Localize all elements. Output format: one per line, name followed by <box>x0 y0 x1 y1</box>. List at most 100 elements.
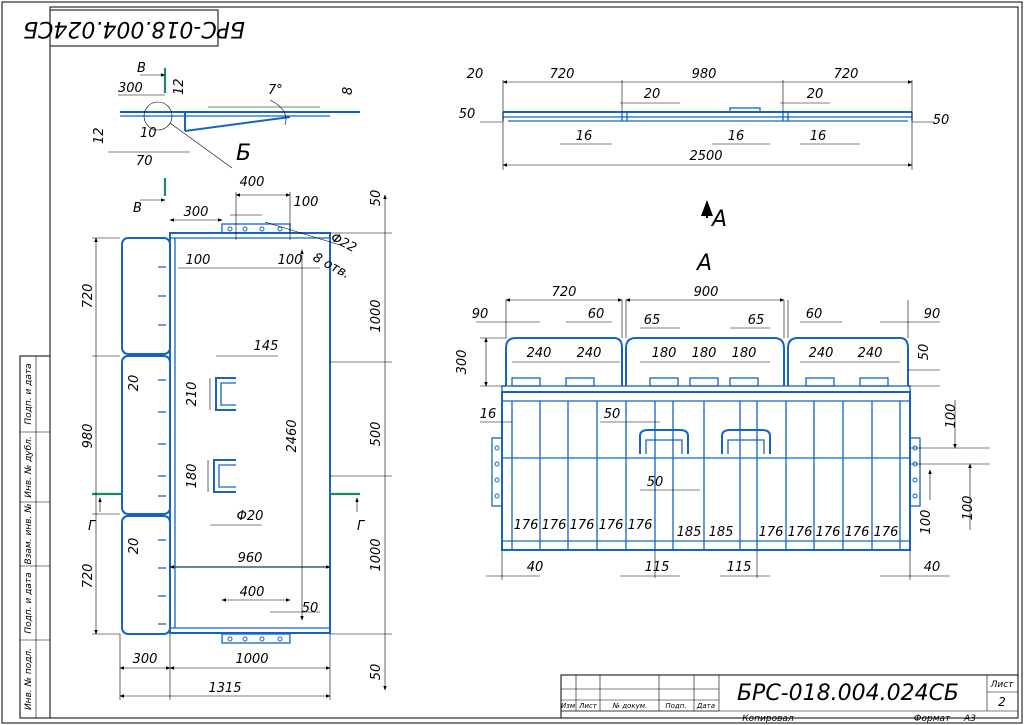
main-left-980: 980 <box>81 424 96 449</box>
top-d980: 980 <box>692 67 717 82</box>
va-d16: 16 <box>480 407 497 422</box>
va-pad-2: 240 <box>577 346 602 361</box>
view-a-title: А <box>695 251 712 276</box>
main-left-720-top: 720 <box>81 284 96 309</box>
top-d720b: 720 <box>834 67 859 82</box>
view-a-arrow-label: А <box>710 207 727 232</box>
format-label: Формат <box>914 714 951 724</box>
va-d115a: 115 <box>645 560 670 575</box>
va-d40r: 40 <box>924 560 941 575</box>
va-d65b: 65 <box>748 313 765 328</box>
va-pad-1: 240 <box>527 346 552 361</box>
va-bay-8: 176 <box>759 525 784 540</box>
va-pad-5: 180 <box>732 346 757 361</box>
va-pad-3: 180 <box>652 346 677 361</box>
col-doc: № докум. <box>612 702 648 710</box>
main-view: Г Г 400 100 30 <box>81 175 392 700</box>
top-view: 20 720 980 720 20 20 50 50 16 16 16 2500 <box>459 67 949 170</box>
col-list: Лист <box>578 702 598 710</box>
va-d900: 900 <box>694 285 719 300</box>
main-right-1000-bot: 1000 <box>369 538 384 571</box>
va-d100a: 100 <box>944 404 959 429</box>
format-value: А3 <box>963 714 976 724</box>
top-d20b: 20 <box>644 87 661 102</box>
va-bay-2: 176 <box>542 518 567 533</box>
col-date: Дата <box>696 702 715 710</box>
view-a: 90 720 60 900 65 65 60 90 300 50 240 240… <box>455 285 990 580</box>
va-d115b: 115 <box>727 560 752 575</box>
detail-dim-12b: 12 <box>92 127 107 144</box>
sheet-label: Лист <box>990 680 1015 690</box>
main-right-1000-top: 1000 <box>369 299 384 332</box>
inner-frame <box>49 6 1019 719</box>
va-d300: 300 <box>455 350 470 375</box>
sheet-number: 2 <box>998 695 1006 709</box>
main-right-50-top: 50 <box>369 190 384 207</box>
va-d50b: 50 <box>647 475 664 490</box>
va-d90l: 90 <box>472 307 489 322</box>
detail-b-label: Б <box>236 141 251 166</box>
top-d16a: 16 <box>576 129 593 144</box>
main-gap-20-bot: 20 <box>127 538 142 555</box>
main-total-1315: 1315 <box>208 681 241 696</box>
va-d50a: 50 <box>604 407 621 422</box>
main-gap-20-top: 20 <box>127 375 142 392</box>
side-strip: Подп. и дата Инв. № дубл. Взам. инв. № П… <box>19 355 51 719</box>
va-bay-6: 185 <box>677 525 702 540</box>
detail-view: В В Б 300 12 8 12 10 70 7° <box>92 61 360 216</box>
rotated-designation: БРС-018.004.024СБ <box>23 16 245 41</box>
detail-dim-12a: 12 <box>172 78 187 95</box>
detail-dim-10: 10 <box>140 126 157 141</box>
va-d60b: 60 <box>806 307 823 322</box>
va-bay-9: 176 <box>788 525 813 540</box>
top-d50l: 50 <box>459 107 476 122</box>
va-d100b: 100 <box>919 510 934 535</box>
va-bay-10: 176 <box>816 525 841 540</box>
side-field-4: Подп. и дата <box>24 572 34 633</box>
detail-angle: 7° <box>268 83 283 98</box>
col-sign: Подп. <box>665 702 686 710</box>
main-inner-100a: 100 <box>186 253 211 268</box>
va-bay-11: 176 <box>845 525 870 540</box>
main-hole-count: 8 отв. <box>310 250 352 282</box>
va-d65a: 65 <box>644 313 661 328</box>
main-bracket-145: 145 <box>254 339 279 354</box>
col-izm: Изм <box>561 702 576 710</box>
title-block: Изм Лист № докум. Подп. Дата БРС-018.004… <box>560 674 1019 724</box>
cut-g-right: Г <box>357 519 366 534</box>
main-inner-100b: 100 <box>278 253 303 268</box>
va-pad-7: 240 <box>858 346 883 361</box>
va-bay-12: 176 <box>874 525 899 540</box>
top-d20: 20 <box>467 67 484 82</box>
va-d40l: 40 <box>527 560 544 575</box>
main-bot-400: 400 <box>240 585 265 600</box>
cut-b-bottom: В <box>133 201 142 216</box>
main-bracket-210: 210 <box>185 382 200 407</box>
detail-dim-8: 8 <box>341 87 356 95</box>
main-bracket-180: 180 <box>185 464 200 489</box>
rotated-designation-box: БРС-018.004.024СБ <box>23 9 245 47</box>
main-width-960: 960 <box>238 551 263 566</box>
detail-dim-70: 70 <box>136 154 153 169</box>
main-top-400: 400 <box>240 175 265 190</box>
va-d720: 720 <box>552 285 577 300</box>
main-bot-50: 50 <box>302 601 319 616</box>
top-d2500: 2500 <box>689 149 722 164</box>
side-field-2: Инв. № дубл. <box>24 436 34 498</box>
top-d720a: 720 <box>550 67 575 82</box>
side-field-5: Инв. № подл. <box>24 648 34 710</box>
va-bay-7: 185 <box>709 525 734 540</box>
va-bay-1: 176 <box>514 518 539 533</box>
main-right-50-bot: 50 <box>369 664 384 681</box>
va-d90r: 90 <box>924 307 941 322</box>
va-d100c: 100 <box>961 496 976 521</box>
va-d50: 50 <box>917 344 932 361</box>
top-d20c: 20 <box>807 87 824 102</box>
main-top-300: 300 <box>184 205 209 220</box>
va-pad-6: 240 <box>809 346 834 361</box>
main-left-720-bot: 720 <box>81 564 96 589</box>
va-bay-3: 176 <box>570 518 595 533</box>
